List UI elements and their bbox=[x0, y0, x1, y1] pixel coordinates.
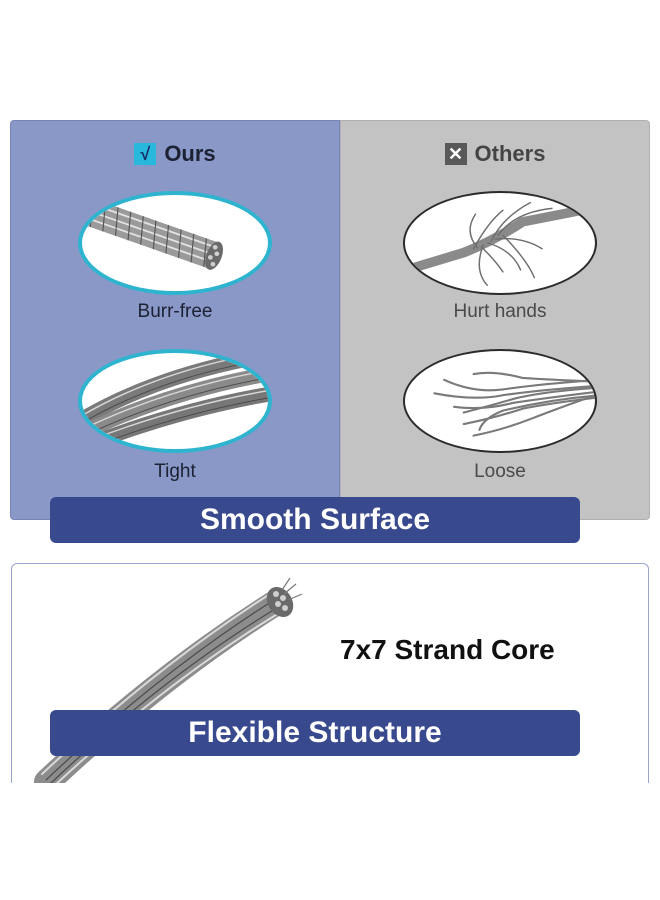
burr-free-cable-image bbox=[78, 191, 272, 295]
comparison-section: √ Ours bbox=[10, 120, 650, 520]
smooth-surface-banner: Smooth Surface bbox=[50, 497, 580, 543]
hurt-hands-caption: Hurt hands bbox=[453, 301, 547, 322]
tight-caption: Tight bbox=[154, 461, 196, 482]
others-header: ✕ Others bbox=[341, 141, 649, 167]
burr-free-caption: Burr-free bbox=[137, 301, 213, 322]
x-icon: ✕ bbox=[444, 143, 467, 165]
flexible-structure-banner: Flexible Structure bbox=[50, 710, 580, 756]
others-panel: ✕ Others Hurt hands bbox=[340, 120, 650, 520]
strand-core-label: 7x7 Strand Core bbox=[340, 634, 555, 665]
others-title: Others bbox=[474, 141, 546, 166]
ours-header: √ Ours bbox=[11, 141, 339, 167]
hurt-hands-cable-image bbox=[403, 191, 597, 295]
check-icon: √ bbox=[134, 143, 157, 165]
ours-panel: √ Ours bbox=[10, 120, 340, 520]
loose-cable-image bbox=[403, 349, 597, 453]
loose-caption: Loose bbox=[474, 461, 526, 482]
tight-cable-image bbox=[78, 349, 272, 453]
ours-title: Ours bbox=[164, 141, 216, 166]
